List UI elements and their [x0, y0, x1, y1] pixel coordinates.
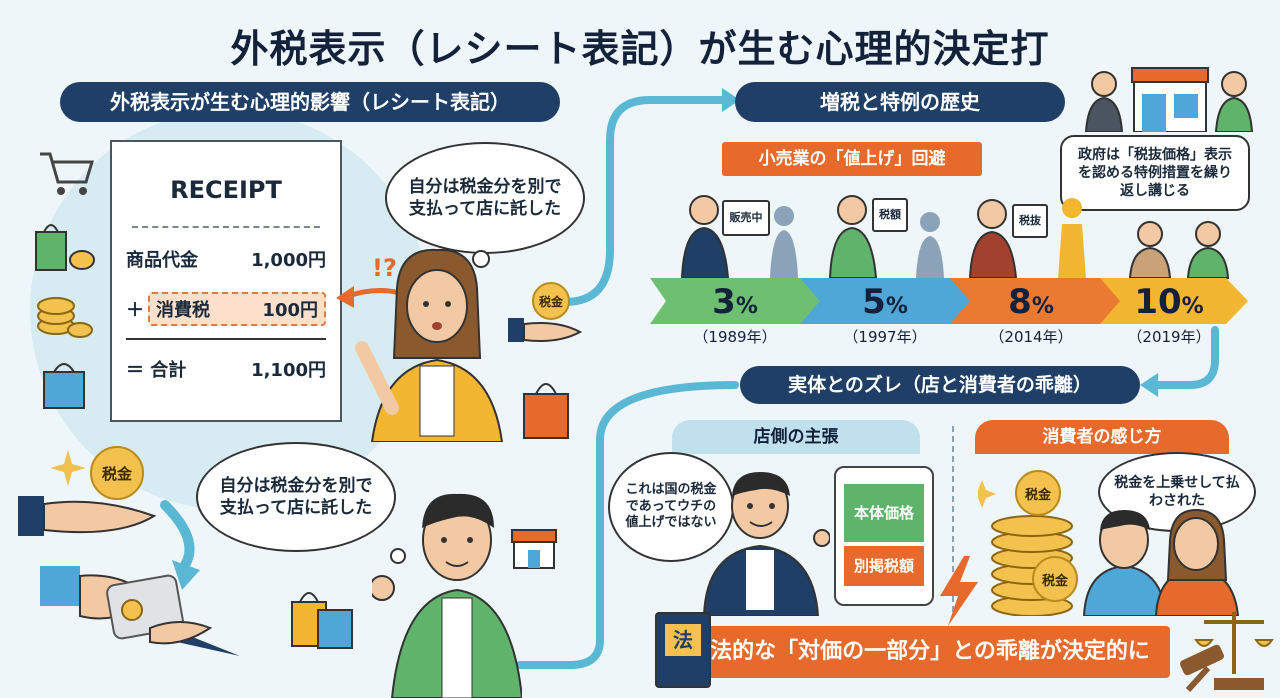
- tax-coin-tower-bottom: 税金: [1032, 556, 1078, 602]
- consumer-couple-icon: [1082, 508, 1240, 616]
- sparkle-icon: [50, 450, 86, 486]
- receipt-row-prefix: ＝: [126, 360, 144, 381]
- store-speech-bubble: これは国の税金であってウチの値上げではない: [608, 452, 734, 562]
- tax-rate-unit: %: [885, 294, 908, 319]
- separate-tax-label: 別掲税額: [844, 546, 924, 586]
- tax-rate-8: 8%: [966, 282, 1096, 322]
- gavel-scales-icon: [1179, 612, 1274, 693]
- hand-offering-icon: [508, 318, 583, 342]
- tax-rate-unit: %: [1181, 294, 1204, 319]
- receipt: RECEIPT 商品代金 1,000円 ＋ 消費税 100円 ＝ 合計 1,10…: [110, 140, 342, 422]
- surprise-mark: !?: [372, 254, 397, 282]
- history-section-heading: 増税と特例の歴史: [735, 82, 1065, 122]
- receipt-tax-highlight: 消費税 100円: [148, 292, 326, 326]
- tax-rate-unit: %: [1031, 294, 1054, 319]
- store-claim-tab: 店側の主張: [672, 420, 920, 454]
- sign-tax-excluded: 税抜: [1012, 204, 1048, 238]
- receipt-row-value: 1,100円: [251, 360, 326, 381]
- tax-coin-left: 税金: [90, 446, 144, 500]
- man-figure-icon: [372, 493, 522, 698]
- store-clerk-icon: [702, 472, 830, 616]
- tax-year-2014: （2014年）: [989, 328, 1073, 346]
- receipt-total-line: [126, 338, 326, 340]
- law-book-icon: 法: [655, 612, 711, 688]
- receipt-row-subtotal: 商品代金 1,000円: [126, 246, 326, 272]
- retail-banner: 小売業の「値上げ」回避: [722, 142, 982, 176]
- receipt-row-label: 商品代金: [126, 250, 198, 271]
- conclusion-banner: 法的な「対価の一部分」との乖離が決定的に: [690, 626, 1170, 678]
- tax-year-1997: （1997年）: [843, 328, 927, 346]
- government-note-bubble: 政府は「税抜価格」表示を認める特例措置を繰り返し講じる: [1060, 135, 1250, 211]
- page-title: 外税表示（レシート表記）が生む心理的決定打: [230, 27, 1050, 71]
- tax-year-1989: （1989年）: [693, 328, 777, 346]
- tax-rate-value: 5: [862, 282, 886, 322]
- store-icon: [511, 529, 557, 569]
- money-handover-icon: [40, 566, 240, 656]
- tax-rate-value: 3: [712, 282, 736, 322]
- woman-figure-icon: [355, 248, 504, 442]
- tax-rate-3: 3%: [670, 282, 800, 322]
- shopping-bag-orange-icon: [523, 383, 569, 439]
- receipt-row-value: 1,000円: [251, 250, 326, 271]
- shopping-bags-icon: [35, 224, 95, 271]
- store-staff-icon: [1084, 67, 1254, 132]
- tax-rate-5: 5%: [820, 282, 950, 322]
- base-price-label: 本体価格: [844, 484, 924, 542]
- tax-rate-unit: %: [735, 294, 758, 319]
- receipt-row-value: 100円: [262, 300, 318, 321]
- tax-rate-value: 8: [1008, 282, 1032, 322]
- tax-year-2019: （2019年）: [1127, 328, 1211, 346]
- receipt-row-label: 消費税: [156, 300, 210, 321]
- hand-receiving-icon: [18, 496, 157, 536]
- receipt-row-total: ＝ 合計 1,100円: [126, 356, 326, 382]
- thought-dot: [472, 250, 490, 268]
- tax-rate-value: 10: [1134, 282, 1182, 322]
- shopping-cart-icon: [40, 152, 95, 195]
- receipt-title: RECEIPT: [170, 176, 282, 204]
- left-section-heading: 外税表示が生む心理的影響（レシート表記）: [60, 82, 560, 122]
- receipt-divider: [132, 226, 320, 228]
- tax-coin-tower-top: 税金: [1015, 470, 1061, 516]
- coin-stack-icon: [37, 297, 93, 338]
- shopping-bag-blue-icon: [43, 363, 85, 409]
- thought-dot: [390, 548, 406, 564]
- timeline-figures-icon: [680, 195, 1230, 279]
- gap-section-heading: 実体とのズレ（店と消費者の乖離）: [740, 366, 1140, 404]
- section-divider: [952, 426, 954, 612]
- tax-rate-10: 10%: [1104, 282, 1234, 322]
- price-board: 本体価格 別掲税額: [834, 466, 934, 606]
- woman-thought-bubble: 自分は税金分を別で支払って店に託した: [385, 142, 585, 254]
- sign-on-sale: 販売中: [722, 200, 770, 236]
- sign-tax-amount: 税額: [872, 198, 908, 232]
- shopping-bags-yellow-icon: [291, 592, 353, 649]
- law-book-label: 法: [665, 624, 701, 656]
- consumer-feeling-tab: 消費者の感じ方: [975, 420, 1229, 454]
- lightning-icon: [940, 556, 978, 626]
- receipt-row-label: 合計: [150, 360, 187, 381]
- tax-coin: 税金: [532, 282, 570, 320]
- receipt-row-tax: ＋ 消費税 100円: [126, 292, 326, 326]
- tax-rate-timeline-arrows: [650, 278, 1248, 324]
- man-thought-bubble: 自分は税金分を別で支払って店に託した: [196, 442, 396, 552]
- receipt-row-prefix: ＋: [126, 300, 144, 321]
